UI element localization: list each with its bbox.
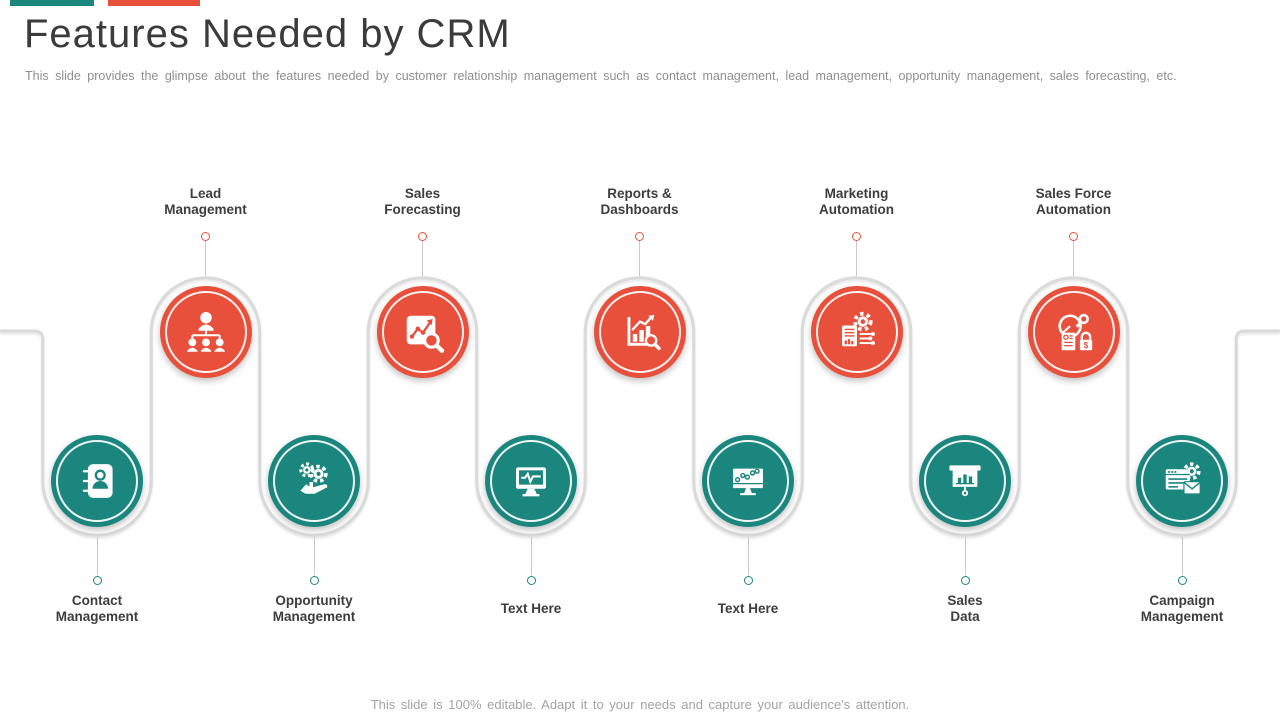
feature-node-circle[interactable]: $ bbox=[1027, 286, 1120, 378]
footer-note: This slide is 100% editable. Adapt it to… bbox=[370, 697, 910, 712]
connector-dot bbox=[1177, 575, 1187, 585]
feature-node-circle[interactable] bbox=[593, 286, 686, 378]
connector-line bbox=[313, 537, 315, 575]
connector-dot bbox=[1069, 231, 1078, 241]
connector-line bbox=[1181, 537, 1183, 575]
doc-gear-circuit-icon bbox=[841, 311, 875, 347]
connector-line bbox=[639, 241, 640, 276]
connector-line bbox=[96, 537, 98, 575]
connector-dot bbox=[418, 231, 427, 241]
feature-label[interactable]: Sales Data bbox=[947, 593, 983, 624]
bar-chart-search-icon bbox=[627, 314, 661, 351]
connector-dot bbox=[526, 575, 536, 585]
connector-dot bbox=[960, 575, 970, 585]
connector-dot bbox=[309, 575, 319, 585]
feature-label[interactable]: Text Here bbox=[717, 601, 779, 617]
feature-label[interactable]: Reports & Dashboards bbox=[600, 186, 679, 218]
feature-label[interactable]: Contact Management bbox=[55, 593, 139, 624]
feature-node-circle[interactable] bbox=[159, 286, 252, 378]
connector-line bbox=[747, 537, 749, 575]
feature-label[interactable]: Text Here bbox=[500, 601, 562, 617]
feature-node-circle[interactable] bbox=[485, 435, 577, 527]
connector-line bbox=[205, 241, 206, 276]
connector-dot bbox=[635, 231, 644, 241]
connector-line bbox=[422, 241, 423, 276]
svg-text:$: $ bbox=[1083, 340, 1088, 350]
accent-bar-teal bbox=[10, 0, 94, 6]
address-book-icon bbox=[82, 464, 113, 498]
connector-dot bbox=[201, 231, 210, 241]
feature-node-circle[interactable] bbox=[268, 435, 360, 527]
feature-node-circle[interactable] bbox=[376, 286, 469, 378]
feature-node-circle[interactable] bbox=[51, 435, 143, 527]
feature-node-circle[interactable] bbox=[810, 286, 903, 378]
hand-gears-icon bbox=[299, 462, 328, 494]
connector-dot bbox=[92, 575, 102, 585]
automation-dollar-icon: $ bbox=[1057, 313, 1092, 351]
connector-dot bbox=[743, 575, 753, 585]
slide-title[interactable]: Features Needed by CRM bbox=[24, 12, 511, 56]
monitor-trend-icon bbox=[733, 468, 763, 496]
connector-line bbox=[1073, 241, 1074, 276]
connector-line bbox=[530, 537, 532, 575]
connector-line bbox=[964, 537, 966, 575]
connector-line bbox=[856, 241, 857, 276]
projector-chart-icon bbox=[949, 465, 981, 497]
slide-subtitle[interactable]: This slide provides the glimpse about th… bbox=[25, 69, 1177, 83]
feature-label[interactable]: Sales Force Automation bbox=[1035, 186, 1112, 218]
trend-search-icon bbox=[406, 315, 444, 353]
feature-label[interactable]: Lead Management bbox=[164, 186, 247, 218]
connector-dot bbox=[852, 231, 861, 241]
accent-bar-red bbox=[108, 0, 200, 6]
feature-label[interactable]: Marketing Automation bbox=[819, 186, 894, 218]
feature-node-circle[interactable] bbox=[1136, 435, 1228, 527]
org-chart-icon bbox=[186, 311, 225, 352]
feature-label[interactable]: Sales Forecasting bbox=[384, 186, 461, 218]
monitor-pulse-icon bbox=[516, 467, 546, 497]
feature-label[interactable]: Opportunity Management bbox=[272, 593, 356, 624]
feature-node-circle[interactable] bbox=[702, 435, 794, 527]
browser-gear-mail-icon bbox=[1165, 462, 1201, 495]
feature-node-circle[interactable] bbox=[919, 435, 1011, 527]
feature-label[interactable]: Campaign Management bbox=[1140, 593, 1224, 624]
